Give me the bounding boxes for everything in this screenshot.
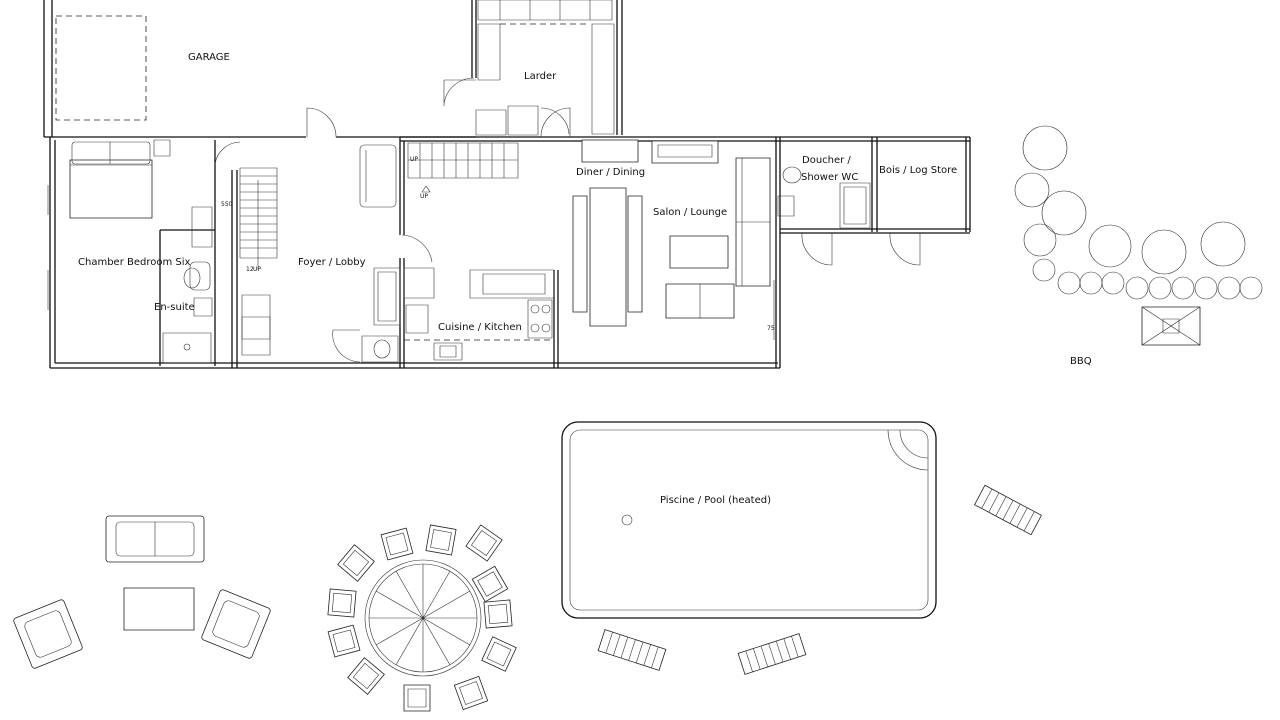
sun-loungers [598, 485, 1041, 674]
label-pool: Piscine / Pool (heated) [660, 495, 771, 506]
bbq-grill: BBQ [1070, 307, 1200, 367]
larder-area: Larder [444, 0, 622, 135]
label-salon: Salon / Lounge [653, 207, 727, 218]
central-stairs: UP UP [360, 137, 518, 262]
double-bed [70, 160, 152, 218]
stair-up-central-2: UP [420, 193, 428, 200]
bedroom-area: Chamber Bedroom Six En-suite [70, 140, 240, 366]
label-doucher-2: Shower WC [801, 172, 858, 183]
label-bbq: BBQ [1070, 356, 1092, 367]
stair-up-lobby: UP [253, 266, 261, 273]
label-garage: GARAGE [188, 52, 230, 63]
lobby-stairs: 550 UP 12 Foyer / Lobby [221, 168, 366, 368]
label-diner: Diner / Dining [576, 167, 645, 178]
dim-75: 75 [767, 325, 775, 332]
garage-area: GARAGE [44, 0, 476, 137]
label-bedroom: Chamber Bedroom Six [78, 257, 191, 268]
coffee-table [670, 236, 728, 268]
label-bois: Bois / Log Store [879, 165, 957, 176]
label-larder: Larder [524, 71, 557, 82]
label-doucher-1: Doucher / [802, 155, 851, 166]
dining-table [590, 188, 626, 326]
round-table-chairs [328, 525, 516, 711]
dining-area: Diner / Dining [573, 140, 645, 326]
round-dining-table [365, 560, 481, 676]
lounge-area: 75 Salon / Lounge [652, 141, 775, 340]
label-cuisine: Cuisine / Kitchen [438, 322, 522, 333]
dim-12: 12 [246, 266, 254, 273]
kitchen-area: Cuisine / Kitchen [333, 258, 558, 368]
annex-area: Doucher / Shower WC Bois / Log Store [778, 137, 970, 265]
outdoor-seating [13, 516, 271, 669]
label-foyer: Foyer / Lobby [298, 257, 366, 268]
label-ensuite: En-suite [154, 302, 195, 313]
swimming-pool: Piscine / Pool (heated) [562, 422, 936, 618]
garden-trees [1015, 126, 1262, 299]
stair-up-central-1: UP [410, 156, 418, 163]
dim-550: 550 [221, 201, 233, 208]
